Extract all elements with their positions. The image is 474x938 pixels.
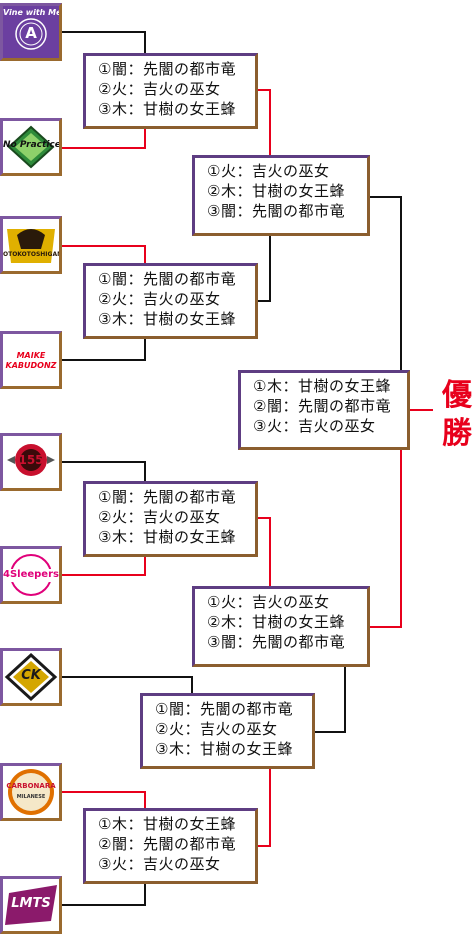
bracket-line (258, 236, 271, 302)
match-rank-1: ①闇：先闇の都市竜 (98, 488, 236, 506)
match-rank-1: ①闇：先闇の都市竜 (98, 270, 236, 288)
match-rank-3: ③火：吉火の巫女 (98, 855, 221, 873)
match-rank-3: ③木：甘樹の女王蜂 (98, 310, 236, 328)
bracket-line (62, 884, 146, 906)
match-box: ①闇：先闇の都市竜 ②火：吉火の巫女 ③木：甘樹の女王蜂 (140, 693, 315, 769)
match-rank-2: ②火：吉火の巫女 (98, 508, 221, 526)
match-box: ①火：吉火の巫女 ②木：甘樹の女王蜂 ③闇：先闇の都市竜 (192, 155, 370, 236)
team-logo-letter: A (25, 24, 37, 42)
match-rank-2: ②火：吉火の巫女 (98, 80, 221, 98)
bracket-line (315, 667, 346, 733)
match-rank-3: ③木：甘樹の女王蜂 (98, 100, 236, 118)
team-logo-text: 155 (18, 453, 44, 467)
team-logo-text: Vine with Me (3, 8, 62, 17)
match-rank-3: ③闇：先闇の都市竜 (207, 633, 345, 651)
team-logo-text: OTOKOTOSHIGAMI (3, 251, 62, 258)
bracket-line-winner (258, 517, 271, 586)
match-rank-2: ②火：吉火の巫女 (155, 720, 278, 738)
bracket-line-winner (62, 557, 146, 576)
match-rank-1: ①闇：先闇の都市竜 (155, 700, 293, 718)
bracket-line-winner (62, 245, 146, 263)
team-logo: CK (0, 648, 62, 706)
team-logo: OTOKOTOSHIGAMI (0, 216, 62, 274)
match-box: ①闇：先闇の都市竜 ②火：吉火の巫女 ③木：甘樹の女王蜂 (83, 481, 258, 557)
match-rank-1: ①木：甘樹の女王蜂 (98, 815, 236, 833)
match-box: ①火：吉火の巫女 ②木：甘樹の女王蜂 ③闇：先闇の都市竜 (192, 586, 370, 667)
match-box: ①闇：先闇の都市竜 ②火：吉火の巫女 ③木：甘樹の女王蜂 (83, 263, 258, 339)
bracket-line-winner (62, 791, 146, 808)
team-logo-text: No Practice (3, 140, 61, 150)
team-logo-text: MAIKE KABUDONZ (5, 351, 57, 370)
team-logo: 4Sleepers (0, 546, 62, 604)
match-rank-2: ②闇：先闇の都市竜 (253, 397, 391, 415)
team-logo-text: CARBONARA (6, 782, 56, 790)
bracket-line-winner (258, 89, 271, 155)
team-logo: CARBONARA MILANESE (0, 763, 62, 821)
match-box: ①木：甘樹の女王蜂 ②闇：先闇の都市竜 ③火：吉火の巫女 (83, 808, 258, 884)
match-rank-3: ③闇：先闇の都市竜 (207, 202, 345, 220)
bracket-line (62, 461, 146, 481)
match-rank-1: ①火：吉火の巫女 (207, 162, 330, 180)
match-rank-1: ①火：吉火の巫女 (207, 593, 330, 611)
bracket-line-winner (370, 450, 402, 628)
match-rank-2: ②木：甘樹の女王蜂 (207, 182, 345, 200)
bracket-line-winner (258, 769, 271, 847)
match-rank-3: ③火：吉火の巫女 (253, 417, 376, 435)
match-box: ①闇：先闇の都市竜 ②火：吉火の巫女 ③木：甘樹の女王蜂 (83, 53, 258, 129)
match-rank-2: ②木：甘樹の女王蜂 (207, 613, 345, 631)
bracket-line (62, 676, 193, 693)
team-logo: LMTS (0, 876, 62, 934)
team-logo-text: 4Sleepers (3, 569, 59, 580)
match-rank-2: ②闇：先闇の都市竜 (98, 835, 236, 853)
match-rank-1: ①木：甘樹の女王蜂 (253, 377, 391, 395)
team-logo: Vine with Me A (0, 3, 62, 61)
bracket-line-winner (62, 129, 146, 149)
match-rank-1: ①闇：先闇の都市竜 (98, 60, 236, 78)
team-logo: No Practice (0, 118, 62, 176)
bracket-line (62, 339, 146, 361)
team-logo-subtext: MILANESE (16, 794, 46, 800)
team-logo: MAIKE KABUDONZ (0, 331, 62, 389)
match-rank-3: ③木：甘樹の女王蜂 (155, 740, 293, 758)
match-rank-3: ③木：甘樹の女王蜂 (98, 528, 236, 546)
bracket-line (370, 196, 402, 370)
champion-label: 優勝 (442, 378, 472, 451)
bracket-line (62, 31, 146, 53)
match-rank-2: ②火：吉火の巫女 (98, 290, 221, 308)
match-box-final: ①木：甘樹の女王蜂 ②闇：先闇の都市竜 ③火：吉火の巫女 (238, 370, 410, 450)
team-logo-text: LMTS (11, 896, 51, 911)
team-logo: 155 (0, 433, 62, 491)
team-logo-text: CK (21, 668, 41, 683)
